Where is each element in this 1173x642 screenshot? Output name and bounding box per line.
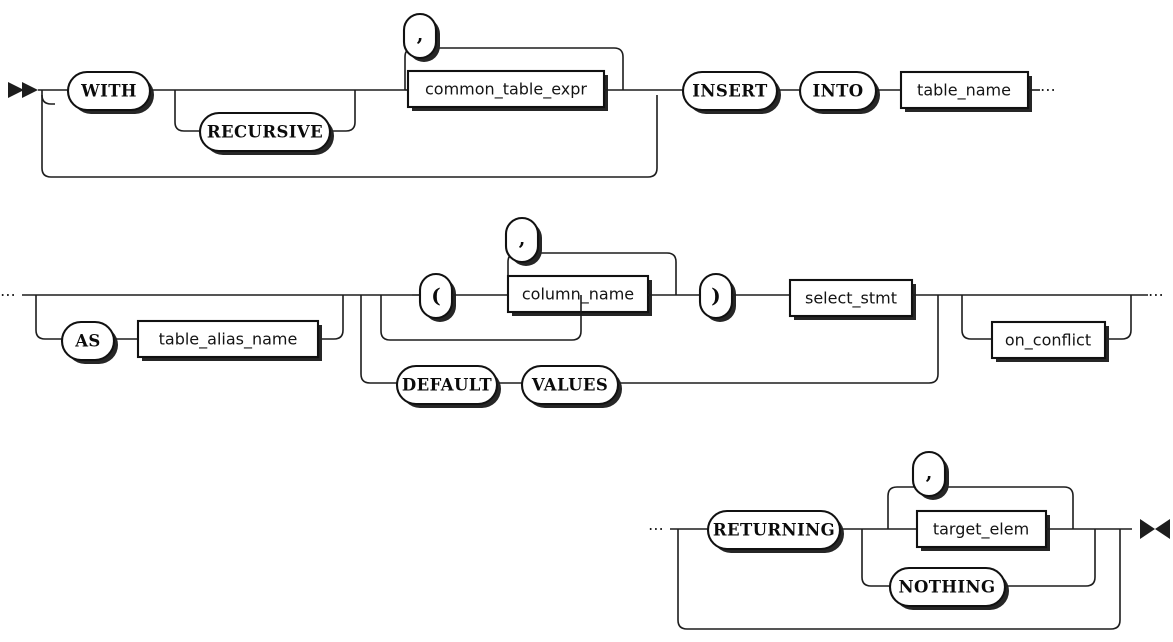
node-returning-label: RETURNING — [713, 521, 835, 540]
row-2: ⋯ AS table_alias_name ( — [0, 216, 1165, 408]
node-on-conflict: on_conflict — [990, 320, 1109, 362]
node-column-name-label: column_name — [522, 285, 634, 305]
node-rparen-label: ) — [711, 284, 720, 308]
node-values-label: VALUES — [531, 376, 608, 395]
node-common-table-expr-label: common_table_expr — [425, 80, 587, 100]
row-3-continuation-dots-start: ⋯ — [648, 519, 665, 538]
node-table-name-label: table_name — [917, 81, 1011, 101]
node-rparen: ) — [698, 272, 736, 322]
row-1-continuation-dots: ⋯ — [1040, 80, 1057, 99]
start-arrow-icon — [8, 82, 38, 98]
node-default: DEFAULT — [395, 364, 501, 408]
node-target-elem: target_elem — [915, 509, 1050, 551]
node-comma-target: , — [911, 450, 949, 500]
node-on-conflict-label: on_conflict — [1005, 331, 1091, 351]
node-common-table-expr: common_table_expr — [406, 69, 608, 111]
end-arrow-icon — [1140, 519, 1170, 539]
row-3: ⋯ RETURNING , target_elem — [648, 450, 1170, 630]
node-default-label: DEFAULT — [402, 376, 492, 395]
node-as: AS — [60, 320, 118, 364]
node-table-alias-name: table_alias_name — [136, 319, 322, 361]
node-recursive-label: RECURSIVE — [207, 123, 323, 142]
node-comma-cte: , — [402, 12, 440, 62]
node-insert-label: INSERT — [692, 82, 768, 101]
node-comma-cte-label: , — [417, 24, 424, 46]
row-2-continuation-dots-start: ⋯ — [0, 285, 17, 304]
node-comma-column: , — [504, 216, 542, 266]
node-select-stmt-label: select_stmt — [805, 289, 897, 309]
node-table-alias-name-label: table_alias_name — [159, 330, 298, 350]
node-target-elem-label: target_elem — [933, 520, 1029, 540]
node-comma-column-label: , — [519, 228, 526, 250]
node-nothing-label: NOTHING — [898, 578, 995, 597]
node-table-name: table_name — [899, 70, 1032, 112]
row-1: WITH RECURSIVE , common_table_expr — [8, 12, 1057, 178]
node-select-stmt: select_stmt — [788, 278, 916, 320]
node-into-label: INTO — [812, 82, 863, 101]
node-as-label: AS — [74, 332, 101, 351]
node-with: WITH — [66, 70, 154, 114]
node-values: VALUES — [520, 364, 622, 408]
node-insert: INSERT — [681, 70, 781, 114]
node-with-label: WITH — [80, 82, 137, 101]
row-2-continuation-dots-end: ⋯ — [1148, 285, 1165, 304]
node-comma-target-label: , — [926, 462, 933, 484]
node-into: INTO — [798, 70, 880, 114]
node-column-name: column_name — [506, 274, 652, 316]
node-lparen: ( — [418, 272, 456, 322]
node-lparen-label: ( — [431, 284, 440, 308]
node-returning: RETURNING — [706, 509, 844, 553]
node-recursive: RECURSIVE — [198, 111, 334, 155]
node-nothing: NOTHING — [888, 566, 1009, 610]
